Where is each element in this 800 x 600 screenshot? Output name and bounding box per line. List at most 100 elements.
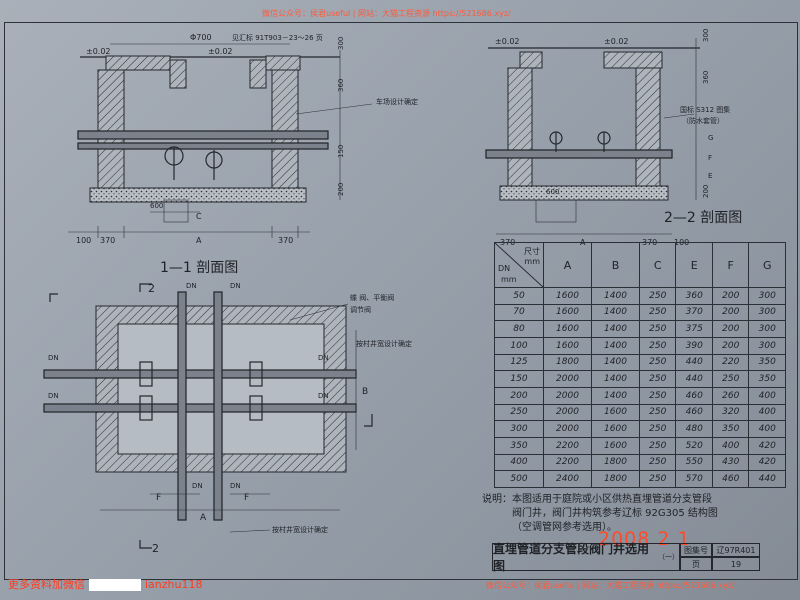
cell-F: 320: [711, 403, 750, 422]
cell-F: 200: [711, 336, 750, 355]
cell-G: 300: [748, 336, 786, 355]
title-block: 直埋管道分支管段阀门井选用图 （一） 图集号 辽97R401 页 19: [490, 541, 790, 573]
plan-cut-top: 2: [148, 282, 155, 295]
drawing-title-text: 直埋管道分支管段阀门井选用图: [493, 542, 650, 573]
label-elev-right: ±0.02: [208, 47, 233, 56]
page-label: 页: [680, 557, 712, 571]
s2-std-note-1: 国标 S312 图集: [680, 105, 730, 114]
plan-valve-note: 蝶 阀、平衡阀: [350, 293, 394, 302]
cell-G: 440: [748, 470, 786, 488]
cell-E: 460: [675, 386, 713, 405]
plan-label-A: A: [200, 513, 207, 523]
cell-A: 2000: [543, 370, 592, 388]
table-corner-header: 尺寸 mm DN mm: [494, 242, 544, 288]
pipe-lower: [77, 142, 329, 150]
atlas-label: 图集号: [680, 543, 712, 557]
cell-C: 250: [638, 353, 677, 372]
cell-dn: 70: [494, 303, 544, 322]
cell-E: 480: [675, 420, 713, 438]
col-header-F: F: [711, 242, 750, 288]
notes-line-3: （空调管网参考选用）。: [512, 522, 617, 533]
cell-C: 250: [638, 403, 677, 422]
cell-G: 420: [748, 436, 786, 455]
cell-A: 1600: [543, 320, 592, 338]
neck-wall-left: [169, 59, 187, 89]
cell-dn: 200: [494, 386, 544, 405]
cell-A: 2000: [543, 403, 592, 422]
cell-G: 350: [748, 370, 786, 388]
s2-sump: [535, 199, 577, 223]
cell-A: 2000: [543, 420, 592, 438]
s2-std-note-2: （防水套管）: [682, 116, 724, 125]
cell-dn: 400: [494, 453, 544, 472]
label-elev-left: ±0.02: [86, 47, 111, 56]
cell-dn: 250: [494, 403, 544, 422]
cell-B: 1400: [590, 303, 640, 322]
cell-C: 250: [638, 320, 677, 338]
col-header-A: A: [543, 242, 592, 288]
s2-wall-left: [507, 67, 533, 187]
label-cover-ref: 见汇标 91T903－23～26 页: [232, 33, 323, 42]
sheet-border: [4, 22, 798, 580]
cell-A: 2000: [543, 386, 592, 405]
table-header-dim: 尺寸: [524, 247, 540, 256]
label-dim-A: A: [196, 236, 202, 245]
label-d370-right: 370: [278, 236, 293, 245]
label-road-note: 车场设计确定: [376, 97, 418, 106]
cell-B: 1400: [590, 336, 640, 355]
cell-B: 1400: [590, 386, 640, 405]
cell-C: 250: [638, 436, 677, 455]
plan-pipe-v2: [213, 291, 223, 521]
bottom-watermark: 微信公众号：侯君useful | 网站：大猫工程资源 https://52168…: [486, 581, 735, 590]
section-2-2: ±0.02 ±0.02 300 360 国标 S312 图集 （防水套管） G …: [485, 29, 742, 247]
notes-label: 说明：: [482, 494, 512, 505]
cell-A: 1600: [543, 336, 592, 355]
cell-dn: 100: [494, 336, 544, 355]
cell-E: 440: [675, 353, 713, 372]
cell-C: 250: [638, 470, 677, 488]
table-header-unit: mm: [524, 257, 540, 266]
plan-dn-1: DN: [48, 354, 59, 362]
sump: [163, 199, 189, 223]
cell-B: 1800: [590, 470, 640, 488]
wall-right: [271, 69, 299, 189]
plan-label-F-right: F: [244, 493, 249, 503]
cell-dn: 350: [494, 436, 544, 455]
plan-pipe-h1: [43, 369, 357, 379]
plan-design-note: 按村井宽设计确定: [356, 339, 412, 348]
cell-F: 220: [711, 353, 750, 372]
s2-label-G: G: [708, 134, 713, 142]
plan-pipe-v1: [177, 291, 187, 521]
top-watermark: 微信公众号：侯君useful | 网站：大猫工程资源 https://52168…: [262, 9, 511, 18]
s2-label-d600: 600: [546, 188, 559, 196]
col-header-B: B: [590, 242, 640, 288]
cell-dn: 80: [494, 320, 544, 338]
atlas-number: 辽97R401: [712, 543, 760, 557]
col-header-G: G: [748, 242, 786, 288]
cell-dn: 300: [494, 420, 544, 438]
cell-C: 250: [638, 386, 677, 405]
label-h300: 300: [337, 37, 345, 50]
cell-F: 350: [711, 420, 750, 438]
plan-dn-5: DN: [186, 282, 197, 290]
cell-F: 200: [711, 303, 750, 322]
s2-pipe: [485, 149, 673, 159]
base-slab: [89, 187, 307, 203]
cell-C: 250: [638, 453, 677, 472]
slab-left: [105, 55, 171, 71]
cell-E: 550: [675, 453, 713, 472]
plan-bottom-note: 按村井宽设计确定: [272, 525, 328, 534]
s2-label-elev-b: ±0.02: [604, 37, 629, 46]
cell-F: 400: [711, 436, 750, 455]
cell-A: 1600: [543, 303, 592, 322]
label-d600: 600: [150, 202, 163, 210]
label-h360: 360: [337, 79, 345, 92]
